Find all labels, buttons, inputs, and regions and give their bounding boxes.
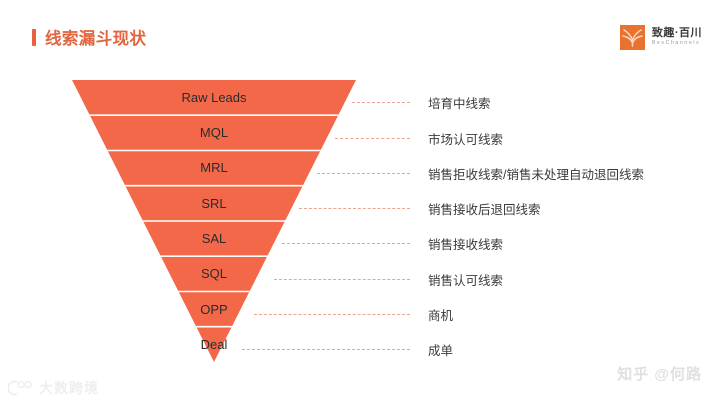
leader-line	[282, 242, 410, 244]
funnel-annotation-row: 销售接收后退回线索	[299, 200, 541, 217]
funnel-stage-description: 销售拒收线索/销售未处理自动退回线索	[428, 167, 644, 182]
leader-line	[254, 313, 410, 315]
leader-line	[274, 278, 410, 280]
funnel-stage-description: 市场认可线索	[428, 132, 504, 147]
funnel-stage-description: 成单	[428, 343, 454, 358]
funnel-stage-description: 销售认可线索	[428, 273, 504, 288]
funnel-annotation-row: 商机	[254, 306, 454, 323]
title-accent-bar	[32, 28, 36, 46]
brand-logo: 致趣·百川 BesChannels	[619, 22, 702, 52]
funnel-annotation-row: 销售接收线索	[282, 235, 504, 252]
page-title-text: 线索漏斗现状	[45, 30, 147, 48]
funnel-annotation-row: 销售拒收线索/销售未处理自动退回线索	[317, 165, 644, 182]
watermark-left-text: 大数跨境	[39, 380, 99, 396]
brand-logo-wordmark: 致趣·百川 BesChannels	[651, 26, 702, 47]
funnel-annotation-row: 市场认可线索	[335, 130, 504, 147]
watermark-right: 知乎 @何路	[617, 366, 702, 383]
dashukuajing-logo-icon	[8, 380, 32, 396]
funnel-annotation-row: 培育中线索	[352, 94, 491, 111]
brand-name-en: BesChannels	[651, 40, 701, 47]
brand-name-cn: 致趣·百川	[651, 26, 702, 39]
funnel-stage-description: 销售接收后退回线索	[428, 202, 541, 217]
leader-line	[242, 348, 410, 350]
funnel-annotation-row: 成单	[242, 341, 454, 358]
funnel-stage-description: 销售接收线索	[428, 237, 504, 252]
beschannels-logo-icon	[619, 24, 645, 50]
funnel-annotation-row: 销售认可线索	[274, 271, 504, 288]
watermark-left: 大数跨境	[8, 378, 99, 398]
leader-line	[299, 207, 410, 209]
funnel-stage-description: 商机	[428, 308, 454, 323]
funnel-stage-description: 培育中线索	[428, 96, 491, 111]
leader-line	[352, 101, 410, 103]
page-title: 线索漏斗现状	[32, 25, 146, 49]
leader-line	[317, 172, 410, 174]
leader-line	[335, 137, 410, 139]
